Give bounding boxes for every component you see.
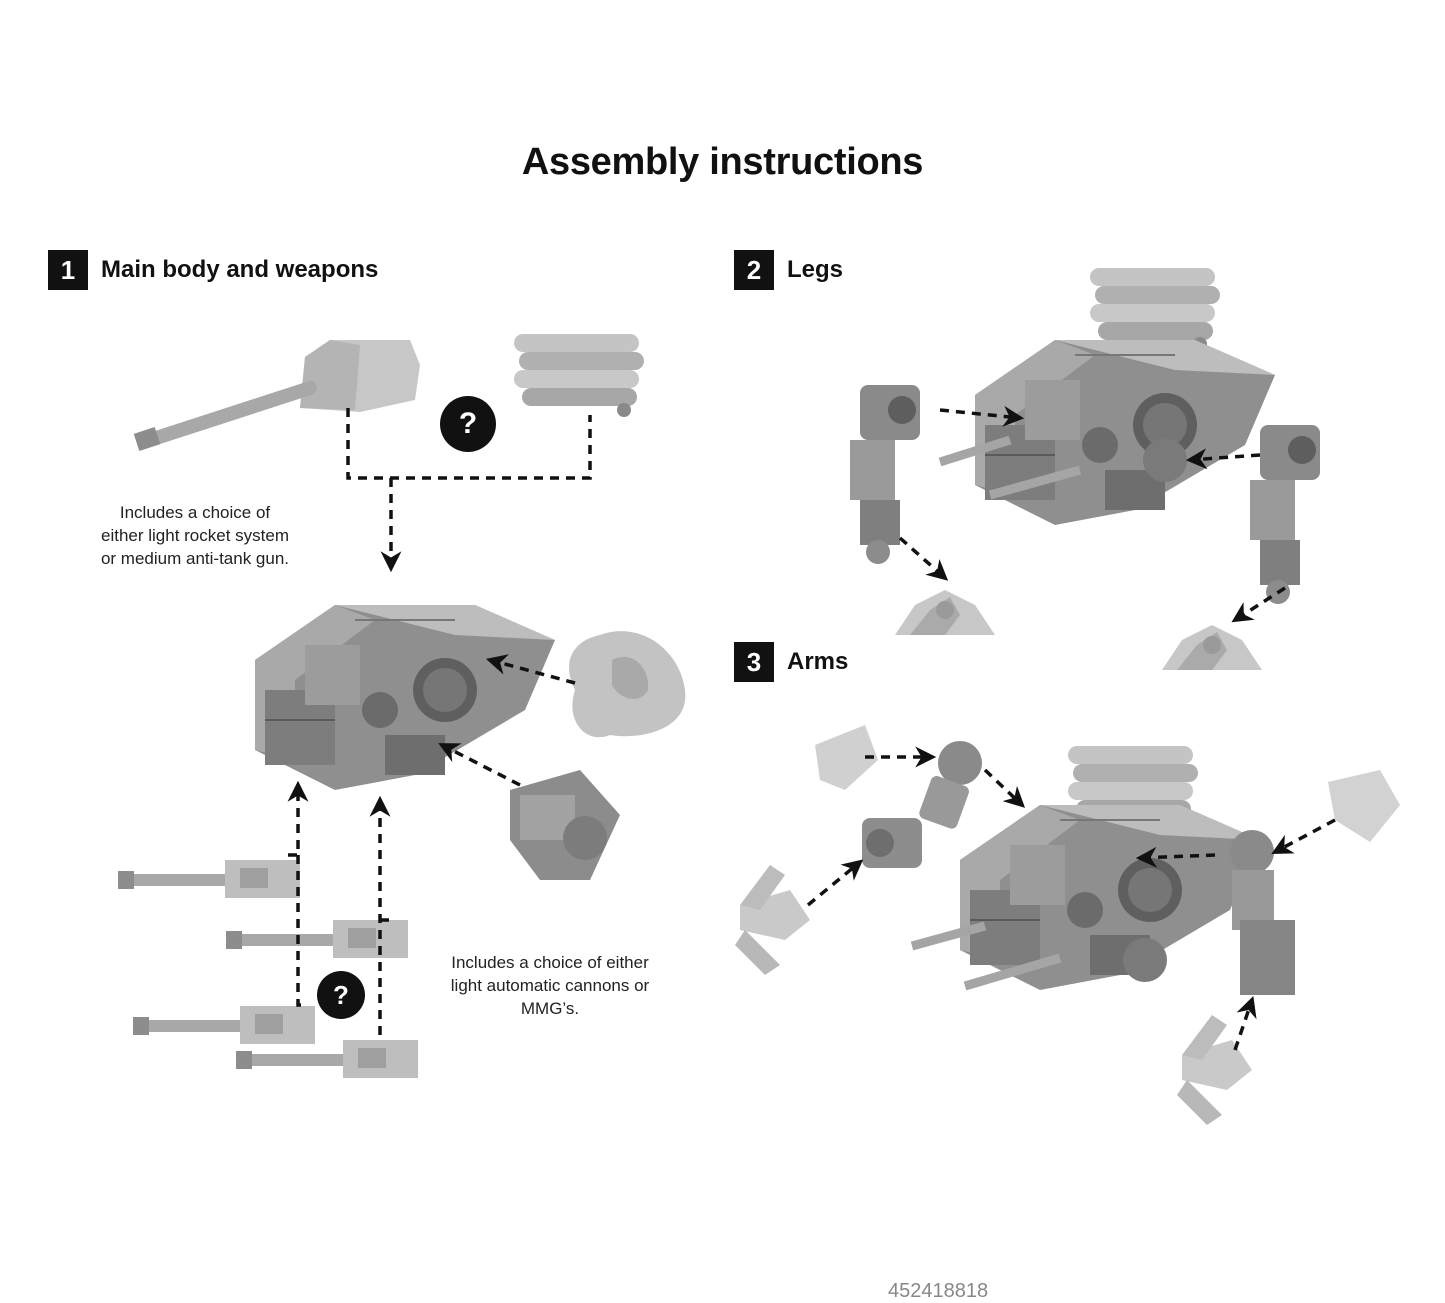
cannon-choice-connector [287,780,391,1035]
cannon-choice-note: Includes a choice of either light automa… [450,953,650,1018]
weapon-choice-connector [346,408,592,573]
weapon-choice-badge: ? [440,396,496,452]
step-1-label: Main body and weapons [101,256,379,283]
right-leg-part [1250,425,1320,604]
cannon-choice-badge: ? [317,971,365,1019]
step-1-header: 1 Main body and weapons [48,250,378,290]
rocket-system-part [514,334,644,417]
rocket-choice-note: Includes a choice of either light rocket… [100,503,290,568]
arms-assembly-hull [910,746,1261,991]
mmg-part-1 [133,1006,315,1044]
cannon-part-1 [118,860,300,898]
left-hand-armor-part [815,725,878,790]
legs-arrows [898,405,1286,623]
right-arm-part [1230,830,1295,995]
anti-tank-gun-part [133,340,420,451]
main-hull-part [254,604,556,791]
step-3-header: 3 Arms [734,642,848,682]
page-title: Assembly instructions [521,141,924,184]
step-2-number: 2 [734,250,774,290]
legs-assembly-hull [938,268,1276,526]
right-foot-part [1162,625,1262,670]
mmg-part-2 [236,1040,418,1078]
left-leg-part [850,385,920,564]
left-arm-part [862,741,982,868]
part-code: 452418818 [888,1280,989,1302]
step-3-label: Arms [787,648,849,675]
left-claw-part [735,865,810,975]
step-1-number: 1 [48,250,88,290]
right-hand-armor-part [1328,770,1400,842]
left-foot-part [895,590,995,635]
hull-armor-plate-part [569,631,686,738]
step-2-label: Legs [787,256,844,283]
hatch-part [510,770,620,880]
step-2-header: 2 Legs [734,250,843,290]
step-3-number: 3 [734,642,774,682]
arms-arrows [806,746,1336,1051]
